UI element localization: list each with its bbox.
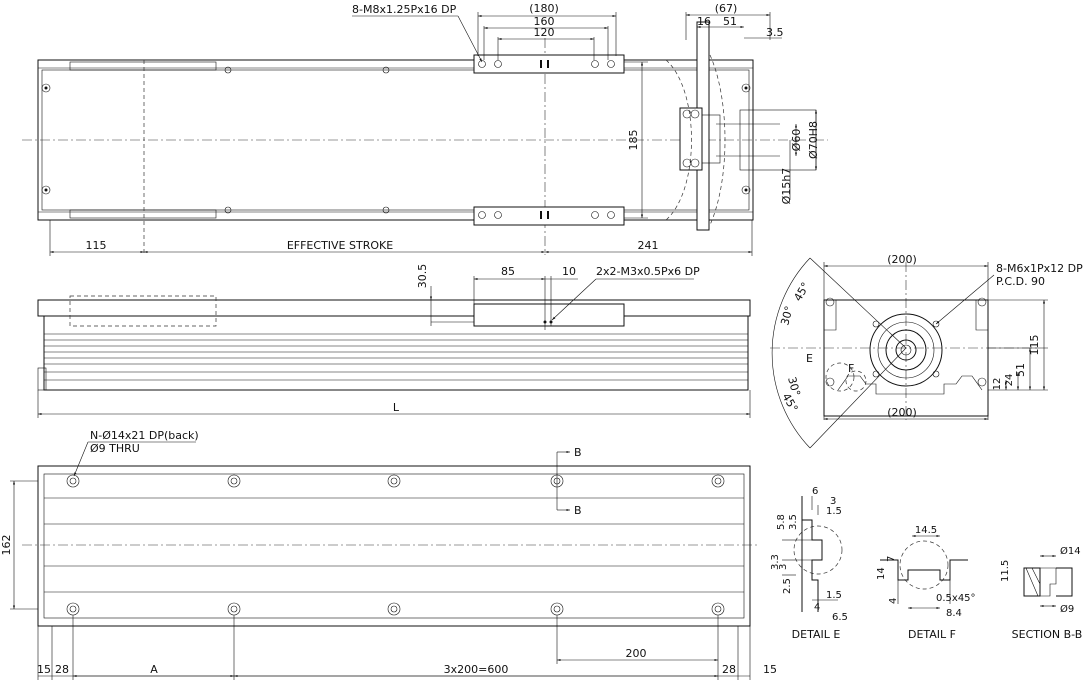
- section-dim-d14: Ø14: [1060, 545, 1081, 557]
- effective-stroke-label: EFFECTIVE STROKE: [287, 239, 393, 252]
- end-profile: [823, 299, 989, 417]
- detail-e: 6 3 1.5 5.8 3.5 3.3 3 2.5 1.5 4 6.5 DETA…: [770, 486, 848, 641]
- hole-note-2: Ø9 THRU: [90, 442, 140, 455]
- dim-15-right: 15: [763, 663, 777, 676]
- section-b-b-title: SECTION B-B: [1012, 628, 1083, 641]
- dim-200-bottom-view: 200: [626, 647, 647, 660]
- dim-85: 85: [501, 265, 515, 278]
- dim-51-end: 51: [1014, 363, 1027, 377]
- side-top-cover: [37, 299, 751, 317]
- detail-e-dim-6: 3.3: [770, 554, 781, 570]
- bottom-profile: [37, 465, 751, 627]
- angle-arc: [771, 257, 811, 449]
- detail-f-dim-4: 4: [888, 598, 899, 604]
- side-view: 85 10 30.5 2x2-M3x0.5Px6 DP L: [37, 264, 751, 418]
- detail-e-dim-9: 1.5: [826, 590, 842, 601]
- angle-30-bottom: 30°: [785, 375, 803, 397]
- detail-f-dim-5: 0.5x45°: [936, 593, 976, 604]
- detail-e-dim-1: 6: [812, 486, 818, 497]
- dim-24-end: 24: [1004, 374, 1015, 387]
- pin-note: 2x2-M3x0.5Px6 DP: [596, 265, 700, 278]
- bottom-view: N-Ø14x21 DP(back) Ø9 THRU B B 162 15 28 …: [0, 429, 777, 680]
- section-b-marker-bottom: B: [574, 504, 582, 517]
- dim-16: 16: [697, 15, 711, 28]
- dim-d60: Ø60: [790, 129, 803, 152]
- dim-d70h8: Ø70H8: [807, 121, 820, 159]
- detail-f-dim-3: 14: [876, 567, 887, 580]
- section-b-b: Ø14 11.5 Ø9 SECTION B-B: [1000, 545, 1082, 641]
- detail-f-dim-1: 14.5: [915, 525, 937, 536]
- dim-28-left: 28: [55, 663, 69, 676]
- label-f: F: [848, 362, 854, 375]
- detail-e-dim-8: 2.5: [782, 578, 793, 594]
- dim-67: (67): [715, 2, 738, 15]
- side-carriage: [473, 303, 625, 327]
- dim-180: (180): [529, 2, 559, 15]
- label-e: E: [806, 352, 813, 365]
- detail-e-dim-2: 3: [830, 496, 836, 507]
- dim-241: 241: [638, 239, 659, 252]
- side-profile: [43, 315, 749, 391]
- dim-pitch: 3x200=600: [444, 663, 509, 676]
- dim-length-l: L: [393, 401, 400, 414]
- top-view: (180) 160 120 8-M8x1.25Px16 DP (67) 16 5…: [22, 2, 828, 256]
- detail-f-dim-6: 8.4: [946, 608, 962, 619]
- end-flange-outer: [869, 313, 943, 387]
- dim-200-top: (200): [887, 253, 917, 266]
- dim-a: A: [150, 663, 158, 676]
- actuator-body-top: [37, 59, 754, 221]
- section-dim-d9: Ø9: [1060, 603, 1074, 615]
- dim-51: 51: [723, 15, 737, 28]
- angle-45-top: 45°: [791, 280, 812, 303]
- section-b-marker-top: B: [574, 446, 582, 459]
- pcd-note: P.C.D. 90: [996, 275, 1045, 288]
- angle-30-top: 30°: [778, 305, 796, 327]
- top-holes-note: 8-M8x1.25Px16 DP: [352, 3, 457, 16]
- end-holes-note: 8-M6x1Px12 DP: [996, 262, 1083, 275]
- dim-3-5: 3.5: [766, 26, 784, 39]
- dim-15-left: 15: [37, 663, 51, 676]
- dim-120: 120: [534, 26, 555, 39]
- detail-e-dim-10: 4: [814, 602, 820, 613]
- detail-e-dim-5: 3.5: [788, 514, 799, 530]
- detail-e-dim-11: 6.5: [832, 612, 848, 623]
- dim-200-bottom: (200): [887, 406, 917, 419]
- section-dim-11-5: 11.5: [1000, 560, 1011, 582]
- dim-d15h7: Ø15h7: [780, 168, 793, 205]
- dim-115-top: 115: [86, 239, 107, 252]
- dim-10: 10: [562, 265, 576, 278]
- detail-f-dim-2: 7: [886, 556, 897, 562]
- detail-f: 14.5 7 14 4 0.5x45° 8.4 DETAIL F: [876, 525, 976, 641]
- detail-e-dim-7: 3: [778, 564, 789, 570]
- detail-e-dim-3: 1.5: [826, 506, 842, 517]
- hole-note-1: N-Ø14x21 DP(back): [90, 429, 199, 442]
- dim-28-right: 28: [722, 663, 736, 676]
- dim-12-end: 12: [992, 378, 1003, 391]
- dim-115-end: 115: [1028, 335, 1041, 356]
- dim-30-5: 30.5: [416, 264, 429, 289]
- detail-e-dim-4: 5.8: [776, 514, 787, 530]
- dim-185: 185: [627, 130, 640, 151]
- dim-162: 162: [0, 535, 13, 556]
- detail-f-title: DETAIL F: [908, 628, 956, 641]
- detail-e-title: DETAIL E: [792, 628, 841, 641]
- dim-160: 160: [534, 15, 555, 28]
- end-view: (200) (200) 8-M6x1Px12 DP P.C.D. 90 45° …: [770, 253, 1083, 449]
